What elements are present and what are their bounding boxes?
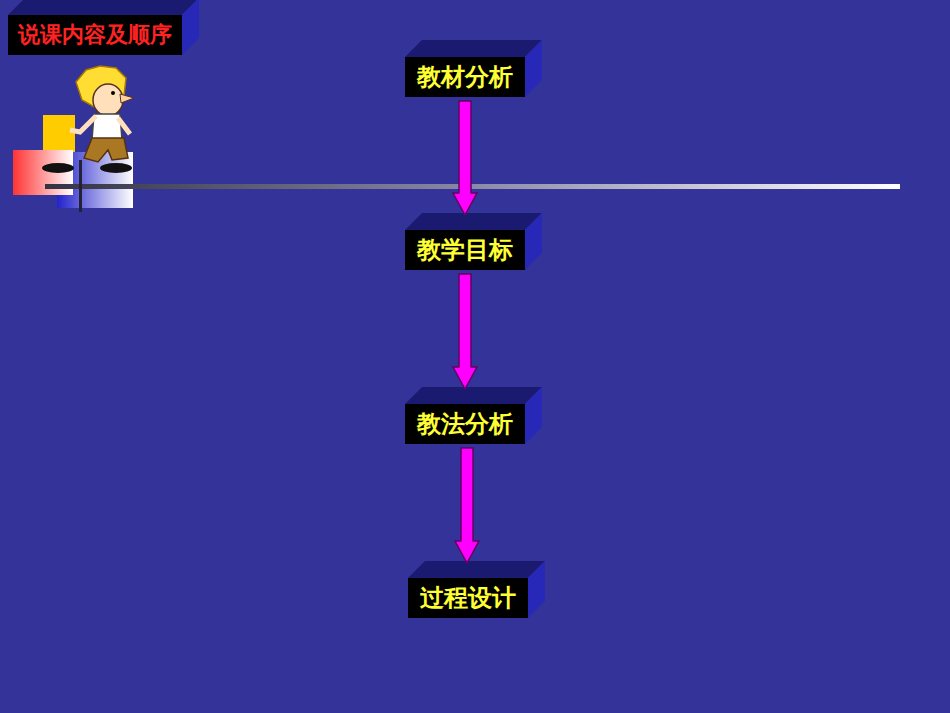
box-label: 教材分析 [405,57,525,97]
box-top-face [408,561,545,578]
box-side-face [182,0,199,55]
title-box-text: 说课内容及顺序 [8,15,182,55]
process-box: 教法分析 [405,404,525,444]
box-top-face [405,40,542,57]
process-box: 教材分析 [405,57,525,97]
flow-arrow [453,101,477,215]
process-box: 教学目标 [405,230,525,270]
box-label: 教法分析 [405,404,525,444]
box-top-face [8,0,199,15]
box-label: 过程设计 [408,578,528,618]
flow-arrow [455,448,479,563]
box-side-face [528,561,545,618]
box-side-face [525,40,542,97]
cartoon-figure [42,66,134,173]
box-top-face [405,387,542,404]
flow-arrow [453,274,477,389]
box-label: 教学目标 [405,230,525,270]
box-side-face [525,213,542,270]
title-box: 说课内容及顺序 [8,15,182,55]
box-top-face [405,213,542,230]
process-box: 过程设计 [408,578,528,618]
box-side-face [525,387,542,444]
